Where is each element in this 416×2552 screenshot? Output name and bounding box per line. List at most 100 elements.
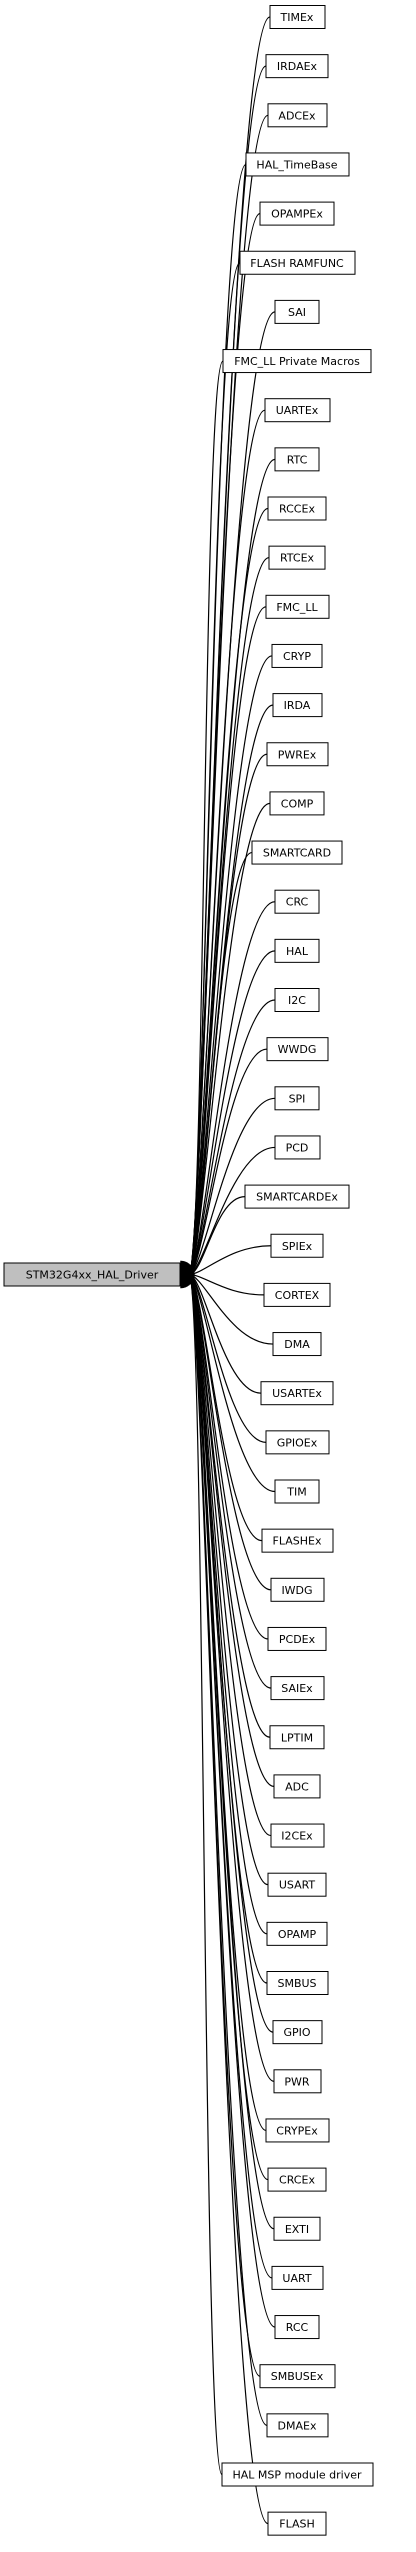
group-node-label: UART [282, 2272, 311, 2285]
group-node-label: SPI [289, 1092, 306, 1105]
edge-adcex [180, 114, 269, 1276]
group-node-uartex[interactable]: UARTEx [264, 398, 331, 423]
group-node-label: IRDA [284, 699, 311, 712]
group-node-label: SPIEx [282, 1240, 313, 1253]
group-node-label: TIMEx [280, 11, 314, 24]
group-node-iwdg[interactable]: IWDG [270, 1577, 325, 1602]
group-node-rtc[interactable]: RTC [274, 447, 320, 472]
group-node-smbus[interactable]: SMBUS [266, 1971, 329, 1995]
group-node-label: SAI [288, 306, 306, 319]
group-node-label: COMP [281, 797, 314, 810]
group-node-adc[interactable]: ADC [273, 1774, 321, 1799]
group-node-label: HAL MSP module driver [232, 2469, 362, 2482]
group-node-label: CRCEx [279, 2174, 315, 2187]
group-node-crc[interactable]: CRC [274, 889, 320, 914]
group-node-label: FMC_LL [276, 601, 318, 614]
group-node-rtcex[interactable]: RTCEx [268, 545, 326, 570]
group-node-label: I2CEx [281, 1830, 313, 1843]
edge-gpio [180, 1273, 274, 2033]
group-node-label: USART [279, 1879, 316, 1892]
group-node-gpio[interactable]: GPIO [272, 2020, 323, 2045]
group-node-spiex[interactable]: SPIEx [270, 1233, 324, 1258]
group-node-flash[interactable]: FLASH [267, 2511, 327, 2536]
group-node-usart[interactable]: USART [267, 1872, 327, 1897]
group-node-opamp[interactable]: OPAMP [266, 1921, 328, 1946]
group-node-saiex[interactable]: SAIEx [270, 1676, 325, 1701]
group-node-opampex[interactable]: OPAMPEx [259, 201, 335, 226]
group-node-smartcardex[interactable]: SMARTCARDEx [244, 1184, 350, 1209]
group-node-label: LPTIM [281, 1731, 313, 1744]
edges [179, 16, 276, 2525]
group-node-pwrex[interactable]: PWREx [266, 742, 329, 767]
group-node-fmc-ll-private-macros[interactable]: FMC_LL Private Macros [222, 349, 372, 374]
group-node-comp[interactable]: COMP [269, 791, 325, 816]
group-node-hal[interactable]: HAL [274, 938, 320, 963]
group-node-label: SMARTCARDEx [256, 1191, 338, 1204]
group-node-label: USARTEx [272, 1387, 322, 1400]
group-node-label: HAL [286, 945, 309, 958]
edge-smbusex [180, 1273, 261, 2377]
group-node-label: RCCEx [279, 503, 315, 516]
group-node-flash-ramfunc[interactable]: FLASH RAMFUNC [239, 250, 356, 275]
edge-flash [180, 1273, 269, 2525]
group-node-label: GPIOEx [277, 1436, 318, 1449]
group-node-crcex[interactable]: CRCEx [267, 2167, 327, 2192]
group-node-pcd[interactable]: PCD [274, 1135, 321, 1160]
group-node-smartcard[interactable]: SMARTCARD [251, 840, 343, 865]
edge-usart [180, 1273, 269, 1886]
group-node-i2c[interactable]: I2C [274, 988, 320, 1012]
group-node-crypex[interactable]: CRYPEx [265, 2118, 330, 2143]
group-node-timex[interactable]: TIMEx [269, 5, 326, 29]
group-node-irda[interactable]: IRDA [272, 693, 323, 718]
edge-fmc-ll [180, 606, 267, 1276]
group-node-label: FLASH [279, 2518, 315, 2531]
group-node-sai[interactable]: SAI [274, 299, 320, 324]
group-node-i2cex[interactable]: I2CEx [270, 1823, 325, 1848]
group-node-dmaex[interactable]: DMAEx [266, 2413, 329, 2438]
group-node-label: GPIO [283, 2026, 310, 2039]
group-node-label: OPAMPEx [271, 208, 323, 221]
group-node-cortex[interactable]: CORTEX [263, 1282, 331, 1307]
group-node-cryp[interactable]: CRYP [271, 643, 323, 668]
group-node-hal-timebase[interactable]: HAL_TimeBase [245, 152, 350, 177]
group-node-rccex[interactable]: RCCEx [267, 496, 327, 521]
group-node-smbusex[interactable]: SMBUSEx [259, 2364, 336, 2389]
group-node-label: HAL_TimeBase [256, 158, 337, 171]
group-node-usartex[interactable]: USARTEx [260, 1381, 334, 1406]
group-node-fmc-ll[interactable]: FMC_LL [265, 594, 330, 619]
group-node-label: RCC [286, 2321, 309, 2334]
group-node-dma[interactable]: DMA [272, 1332, 322, 1357]
group-node-label: ADCEx [278, 109, 316, 122]
group-node-spi[interactable]: SPI [274, 1086, 320, 1111]
group-node-uart[interactable]: UART [271, 2265, 324, 2290]
group-node-label: I2C [288, 994, 306, 1007]
group-node-label: CRYPEx [276, 2124, 318, 2137]
edge-smbus [180, 1273, 268, 1984]
group-node-pwr[interactable]: PWR [273, 2069, 322, 2094]
group-node-label: DMAEx [278, 2419, 317, 2432]
group-node-label: IWDG [281, 1584, 312, 1597]
group-node-flashex[interactable]: FLASHEx [261, 1528, 334, 1553]
root-node-label: STM32G4xx_HAL_Driver [26, 1269, 159, 1282]
group-node-adcex[interactable]: ADCEx [267, 103, 328, 128]
group-node-wwdg[interactable]: WWDG [266, 1037, 329, 1062]
group-node-label: SAIEx [281, 1682, 313, 1695]
edge-uart [180, 1273, 273, 2279]
group-node-label: PWREx [278, 748, 317, 761]
group-node-label: SMARTCARD [263, 847, 331, 860]
group-node-tim[interactable]: TIM [274, 1479, 320, 1504]
group-node-rcc[interactable]: RCC [274, 2315, 320, 2340]
group-node-label: PCDEx [279, 1633, 316, 1646]
group-node-label: PCD [286, 1141, 309, 1154]
group-node-hal-msp-module-driver[interactable]: HAL MSP module driver [221, 2462, 374, 2487]
group-node-exti[interactable]: EXTI [273, 2216, 321, 2241]
group-node-gpioex[interactable]: GPIOEx [265, 1430, 330, 1455]
root-node[interactable]: STM32G4xx_HAL_Driver [3, 1262, 181, 1287]
group-node-label: IRDAEx [277, 60, 318, 73]
group-node-pcdex[interactable]: PCDEx [267, 1626, 327, 1651]
group-node-label: CRC [286, 896, 309, 909]
group-node-label: SMBUSEx [271, 2370, 324, 2383]
group-node-irdaex[interactable]: IRDAEx [265, 54, 329, 79]
group-node-lptim[interactable]: LPTIM [269, 1725, 325, 1750]
